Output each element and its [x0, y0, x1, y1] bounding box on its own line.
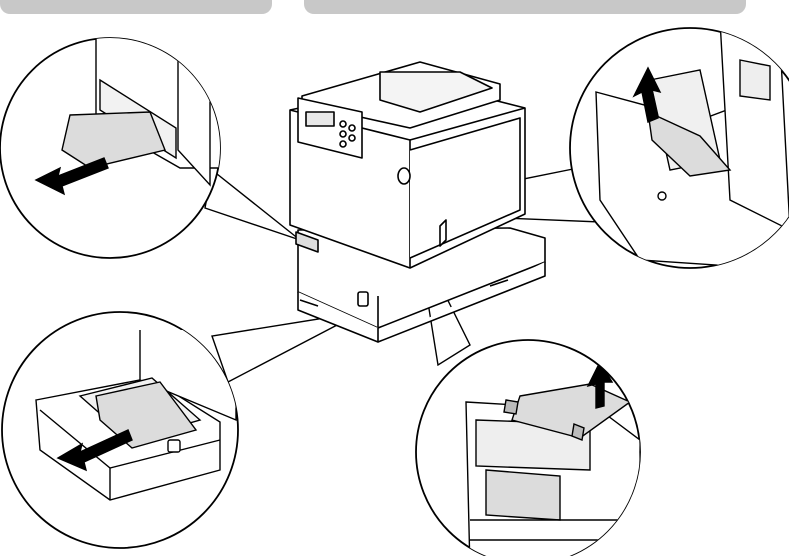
callout-rear-output: [0, 30, 240, 258]
callout-rear-cover: [570, 20, 789, 270]
printer-illustration: [290, 62, 545, 342]
tray-handle: [358, 292, 368, 306]
callout-fuser-front: [416, 340, 640, 556]
door-release: [398, 168, 410, 184]
lcd-display: [306, 112, 334, 126]
jammed-paper-lower: [486, 470, 560, 520]
callout-paper-tray: [2, 312, 238, 548]
